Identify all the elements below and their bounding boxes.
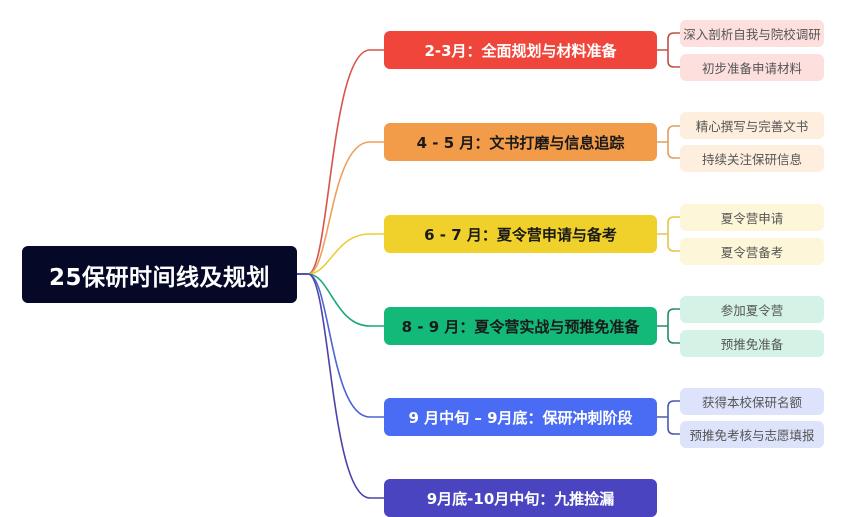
branch-node-apr-may[interactable]: 4 - 5 月：文书打磨与信息追踪: [384, 123, 657, 161]
leaf-node[interactable]: 初步准备申请材料: [680, 54, 824, 81]
leaf-node[interactable]: 深入剖析自我与院校调研: [680, 20, 824, 47]
leaf-label: 夏令营申请: [720, 211, 784, 226]
leaf-label: 预推免考核与志愿填报: [689, 428, 815, 443]
leaf-node[interactable]: 预推免准备: [680, 330, 824, 357]
leaf-label: 持续关注保研信息: [701, 152, 802, 167]
branch-label: 9月底-10月中旬：九推捡漏: [426, 489, 615, 508]
leaf-node[interactable]: 精心撰写与完善文书: [680, 112, 824, 139]
branch-label: 8 - 9 月：夏令营实战与预推免准备: [401, 317, 640, 336]
leaf-label: 夏令营备考: [720, 245, 784, 260]
root-node[interactable]: 25保研时间线及规划: [22, 246, 297, 303]
branch-node-aug-sep[interactable]: 8 - 9 月：夏令营实战与预推免准备: [384, 307, 657, 345]
leaf-label: 获得本校保研名额: [701, 395, 802, 410]
leaf-node[interactable]: 预推免考核与志愿填报: [680, 421, 824, 448]
leaf-label: 精心撰写与完善文书: [695, 119, 809, 134]
branch-label: 4 - 5 月：文书打磨与信息追踪: [416, 133, 625, 152]
branch-node-jun-jul[interactable]: 6 - 7 月：夏令营申请与备考: [384, 215, 657, 253]
leaf-label: 深入剖析自我与院校调研: [683, 27, 821, 42]
leaf-label: 初步准备申请材料: [701, 61, 802, 76]
leaf-node[interactable]: 参加夏令营: [680, 296, 824, 323]
root-label: 25保研时间线及规划: [48, 264, 270, 291]
leaf-node[interactable]: 持续关注保研信息: [680, 145, 824, 172]
leaf-label: 预推免准备: [720, 337, 784, 352]
branch-label: 2-3月：全面规划与材料准备: [424, 41, 617, 60]
leaf-label: 参加夏令营: [720, 303, 784, 318]
leaf-node[interactable]: 夏令营备考: [680, 238, 824, 265]
leaf-node[interactable]: 夏令营申请: [680, 204, 824, 231]
branch-label: 6 - 7 月：夏令营申请与备考: [424, 225, 617, 244]
leaf-node[interactable]: 获得本校保研名额: [680, 388, 824, 415]
branch-node-feb-mar[interactable]: 2-3月：全面规划与材料准备: [384, 31, 657, 69]
branch-node-mid-late-sep[interactable]: 9 月中旬 – 9月底：保研冲刺阶段: [384, 398, 657, 436]
branch-label: 9 月中旬 – 9月底：保研冲刺阶段: [408, 408, 633, 427]
branch-node-late-sep-oct[interactable]: 9月底-10月中旬：九推捡漏: [384, 479, 657, 517]
